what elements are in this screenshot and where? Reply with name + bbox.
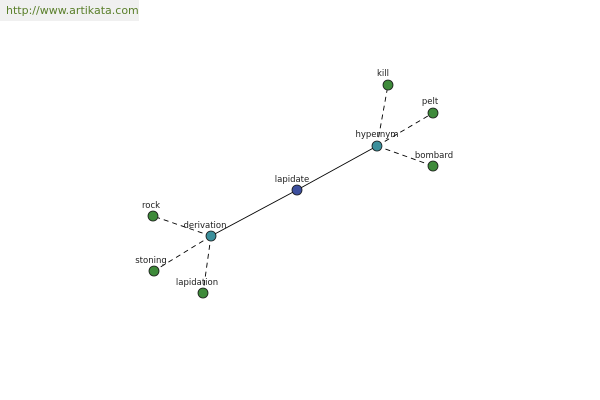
node-layer xyxy=(147,79,439,299)
node-label-hypernym: hypernym xyxy=(355,130,398,140)
edge-lapidate-hypernym xyxy=(296,145,378,191)
edge-lapidate-derivation xyxy=(210,189,298,237)
label-layer: lapidate hypernym derivation kill pelt bombar… xyxy=(135,69,453,288)
node-lapidation[interactable] xyxy=(197,287,209,299)
node-label-bombard: bombard xyxy=(415,151,453,161)
edge-layer xyxy=(152,84,434,294)
edge-derivation-lapidation xyxy=(202,235,212,294)
node-rock[interactable] xyxy=(147,210,159,222)
node-lapidate[interactable] xyxy=(291,184,303,196)
node-bombard[interactable] xyxy=(427,160,439,172)
node-hypernym[interactable] xyxy=(371,140,383,152)
node-kill[interactable] xyxy=(382,79,394,91)
node-pelt[interactable] xyxy=(427,107,439,119)
node-label-lapidate: lapidate xyxy=(275,175,310,185)
node-label-derivation: derivation xyxy=(183,221,226,231)
node-label-lapidation: lapidation xyxy=(176,278,218,288)
node-label-stoning: stoning xyxy=(135,256,167,266)
node-label-rock: rock xyxy=(142,201,160,211)
node-derivation[interactable] xyxy=(205,230,217,242)
edge-hypernym-kill xyxy=(376,84,389,147)
node-stoning[interactable] xyxy=(148,265,160,277)
edge-hypernym-pelt xyxy=(376,112,434,147)
edge-hypernym-bombard xyxy=(376,145,434,167)
edge-derivation-rock xyxy=(152,215,212,237)
site-url-link[interactable]: http://www.artikata.com xyxy=(0,0,139,21)
node-label-pelt: pelt xyxy=(422,97,439,107)
node-label-kill: kill xyxy=(377,69,389,79)
edge-derivation-stoning xyxy=(153,235,212,272)
